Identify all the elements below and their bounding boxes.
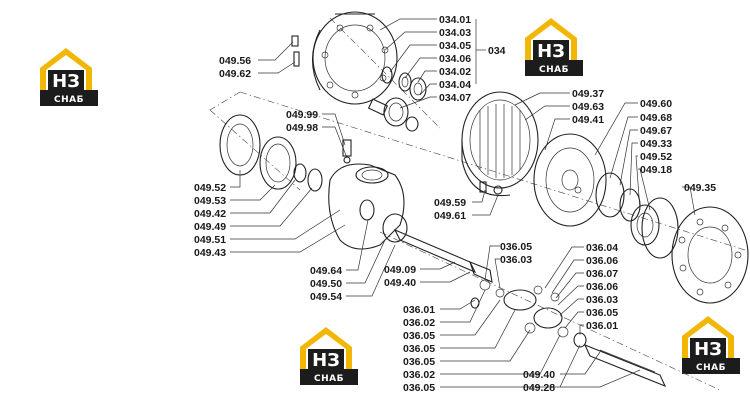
label-036-06-a: 036.06 xyxy=(586,255,618,267)
label-034-01: 034.01 xyxy=(439,14,471,26)
label-036-02-a: 036.02 xyxy=(403,317,435,329)
label-049-18: 049.18 xyxy=(640,164,672,176)
label-036-01-left: 036.01 xyxy=(403,304,435,316)
logo-sub: СНАБ xyxy=(696,363,726,373)
label-036-04: 036.04 xyxy=(586,242,618,254)
logo-top-right: НЗ СНАБ xyxy=(525,18,583,76)
label-034-02: 034.02 xyxy=(439,66,471,78)
label-049-99: 049.99 xyxy=(286,109,318,121)
label-049-50: 049.50 xyxy=(310,278,342,290)
label-049-60: 049.60 xyxy=(640,98,672,110)
logo-sub: СНАБ xyxy=(314,374,344,384)
label-049-64: 049.64 xyxy=(310,265,342,277)
label-049-54: 049.54 xyxy=(310,291,342,303)
label-049-68: 049.68 xyxy=(640,112,672,124)
logo-letters: НЗ xyxy=(537,41,565,62)
label-049-59: 049.59 xyxy=(434,197,466,209)
logo-bottom-right: НЗ СНАБ xyxy=(682,316,740,374)
center-axes xyxy=(209,17,746,391)
label-036-05-right: 036.05 xyxy=(586,307,618,319)
label-049-51: 049.51 xyxy=(194,234,226,246)
logo-sub: СНАБ xyxy=(54,95,84,105)
steering-knuckle-assembly xyxy=(219,114,667,388)
label-049-33: 049.33 xyxy=(640,138,672,150)
logo-bottom-center: НЗ СНАБ xyxy=(300,327,358,385)
logo-top-left: НЗ СНАБ xyxy=(40,48,98,106)
label-049-61: 049.61 xyxy=(434,210,466,222)
label-036-02-b: 036.02 xyxy=(403,369,435,381)
part-labels: 034.01 034.03 034.05 034 034.06 034.02 0… xyxy=(194,14,716,394)
label-049-52-right: 049.52 xyxy=(640,151,672,163)
planetary-carrier-034 xyxy=(291,11,427,132)
label-034-07: 034.07 xyxy=(439,92,471,104)
logo-letters: НЗ xyxy=(52,71,80,92)
label-036-06-b: 036.06 xyxy=(586,281,618,293)
label-036-05-f: 036.05 xyxy=(403,382,435,394)
label-049-63: 049.63 xyxy=(572,101,604,113)
label-049-40-bottom: 049.40 xyxy=(523,369,555,381)
hub-ring-gear-assembly xyxy=(461,91,749,304)
label-049-28: 049.28 xyxy=(523,382,555,394)
label-049-67: 049.67 xyxy=(640,125,672,137)
label-049-41: 049.41 xyxy=(572,114,604,126)
label-049-09: 049.09 xyxy=(384,264,416,276)
label-036-03-top: 036.03 xyxy=(500,254,532,266)
label-036-01-right: 036.01 xyxy=(586,320,618,332)
logo-letters: НЗ xyxy=(694,339,722,360)
logo-sub: СНАБ xyxy=(539,65,569,75)
label-036-07: 036.07 xyxy=(586,268,618,280)
label-049-62: 049.62 xyxy=(219,68,251,80)
logo-letters: НЗ xyxy=(312,350,340,371)
label-049-53: 049.53 xyxy=(194,195,226,207)
label-049-56: 049.56 xyxy=(219,55,251,67)
label-034-06: 034.06 xyxy=(439,53,471,65)
label-049-35: 049.35 xyxy=(684,182,716,194)
label-049-98: 049.98 xyxy=(286,122,318,134)
leader-lines xyxy=(230,18,696,388)
label-034: 034 xyxy=(488,45,506,57)
label-049-49: 049.49 xyxy=(194,221,226,233)
label-036-05-e: 036.05 xyxy=(403,356,435,368)
label-049-37: 049.37 xyxy=(572,88,604,100)
label-036-05-top: 036.05 xyxy=(500,241,532,253)
label-034-05: 034.05 xyxy=(439,40,471,52)
label-036-05-d: 036.05 xyxy=(403,343,435,355)
label-036-05-c: 036.05 xyxy=(403,330,435,342)
label-049-40-top: 049.40 xyxy=(384,277,416,289)
label-049-42: 049.42 xyxy=(194,208,226,220)
label-049-43: 049.43 xyxy=(194,247,226,259)
label-034-03: 034.03 xyxy=(439,27,471,39)
label-036-03-right: 036.03 xyxy=(586,294,618,306)
label-034-04: 034.04 xyxy=(439,79,471,91)
label-049-52-left: 049.52 xyxy=(194,182,226,194)
